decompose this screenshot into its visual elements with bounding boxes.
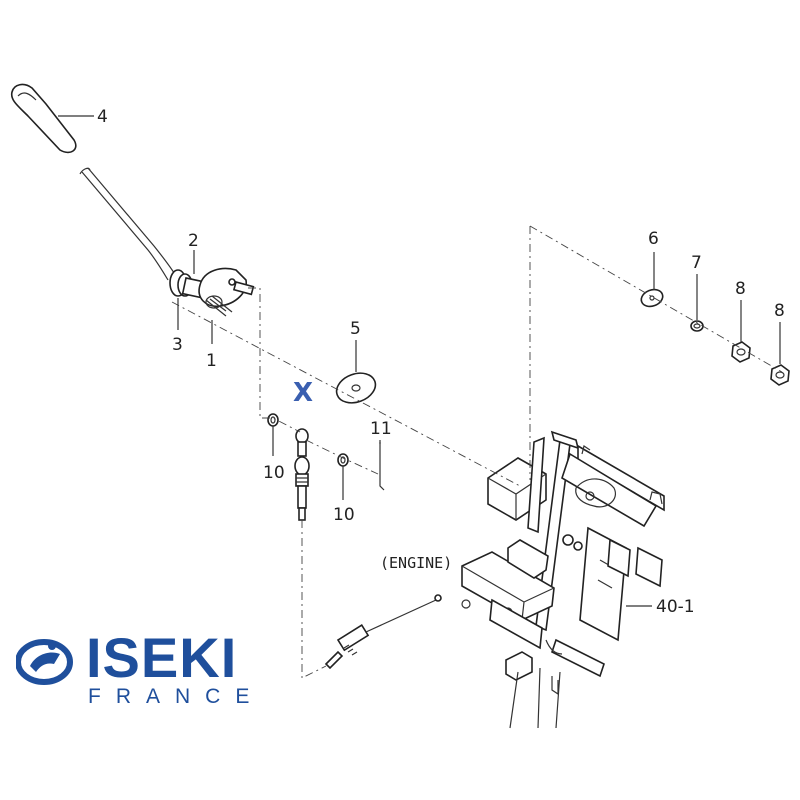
label-part-10a: 10	[263, 463, 285, 483]
washer-5	[335, 372, 377, 404]
washer-6	[640, 288, 664, 308]
lever-rod	[79, 167, 177, 281]
pin-11	[379, 442, 385, 491]
label-part-3: 3	[172, 335, 183, 355]
leader-lines	[58, 115, 781, 607]
nut-8b	[770, 364, 790, 386]
pivot-assembly	[169, 267, 255, 317]
nut-8a	[731, 341, 751, 363]
bracket-frame	[461, 430, 665, 729]
label-part-40-1: 40-1	[656, 597, 695, 617]
label-part-1: 1	[206, 351, 217, 371]
washer-10a	[267, 413, 279, 427]
logo-subtitle: FRANCE	[88, 685, 265, 708]
label-part-8a: 8	[735, 279, 746, 299]
label-part-6: 6	[648, 229, 659, 249]
iseki-logo-mark-icon	[16, 639, 73, 685]
label-part-7: 7	[691, 253, 702, 273]
assembly-lines	[171, 225, 783, 679]
label-part-11: 11	[370, 419, 392, 439]
label-part-10b: 10	[333, 505, 355, 525]
lever-handle	[10, 83, 77, 154]
label-part-x: X	[293, 378, 313, 408]
cable-lower-end	[324, 594, 442, 670]
label-part-4: 4	[97, 107, 108, 127]
label-engine: (ENGINE)	[380, 554, 452, 572]
label-part-2: 2	[188, 231, 199, 251]
iseki-france-logo: ISEKI FRANCE	[16, 626, 286, 712]
label-part-5: 5	[350, 319, 361, 339]
label-part-8b: 8	[774, 301, 785, 321]
cable-joint	[294, 428, 310, 521]
logo-name: ISEKI	[86, 626, 238, 689]
